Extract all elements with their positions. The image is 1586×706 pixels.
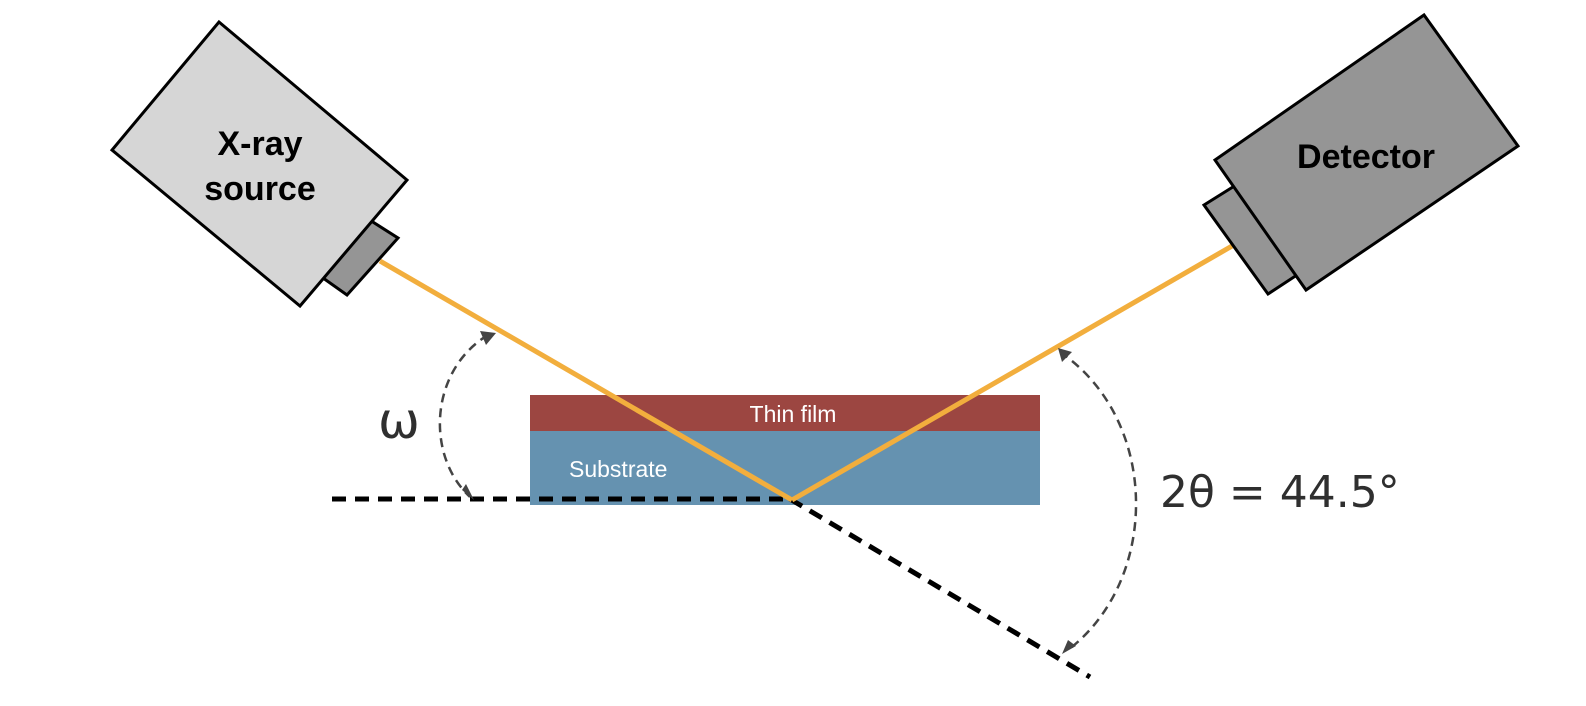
detector: Detector (1201, 12, 1521, 297)
substrate-label: Substrate (569, 456, 667, 482)
substrate-layer (530, 430, 1040, 505)
two-theta-arrow-bottom-icon (1062, 640, 1076, 654)
two-theta-label: 2θ = 44.5° (1160, 467, 1400, 518)
two-theta-arc (1059, 350, 1138, 651)
diffracted-beam (790, 243, 1234, 503)
thin-film-label: Thin film (750, 401, 837, 427)
two-theta-arrow-icon (1058, 348, 1072, 362)
xray-source-label-line2: source (204, 170, 316, 208)
incident-beam (378, 258, 794, 503)
omega-label: ω (378, 392, 420, 450)
omega-arrow-bottom-icon (462, 484, 474, 500)
thin-film-layer (530, 395, 1040, 431)
xray-source: X-ray source (109, 19, 410, 309)
xray-source-label-line1: X-ray (217, 125, 302, 163)
omega-arc (438, 333, 489, 498)
xray-source-body (109, 19, 410, 309)
detector-label: Detector (1297, 138, 1435, 176)
incident-beam-extension-line (788, 496, 1092, 680)
omega-arrow-icon (480, 331, 496, 345)
detector-body (1212, 12, 1521, 293)
